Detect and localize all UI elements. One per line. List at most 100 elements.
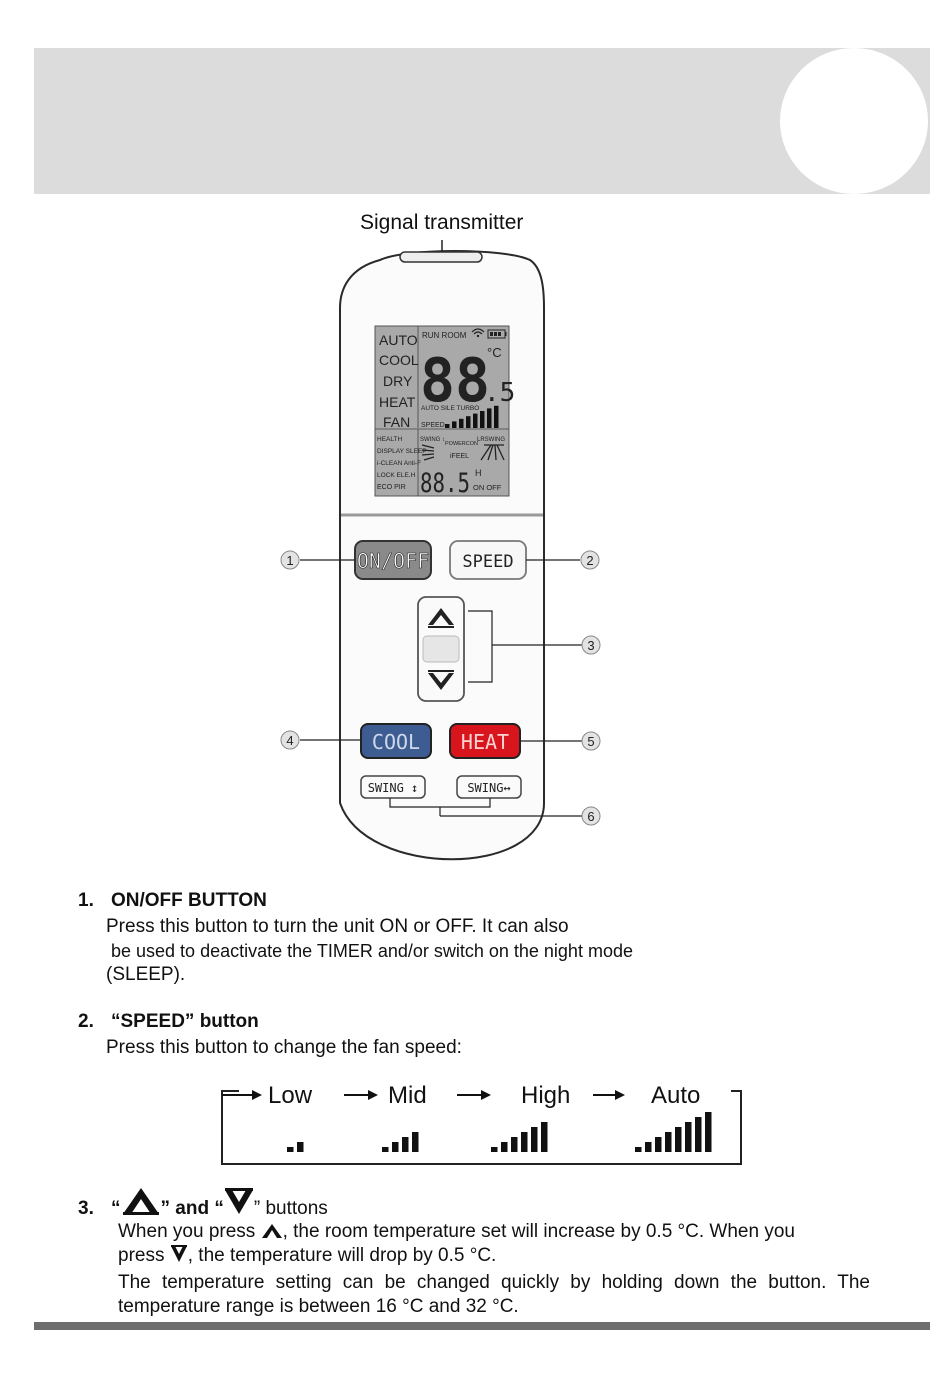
- page-number-circle: [780, 48, 928, 194]
- battery-icon: [487, 329, 507, 339]
- speed-level-bar: [635, 1147, 642, 1152]
- speed-level-bar: [521, 1132, 528, 1152]
- speed-level-bar: [511, 1137, 518, 1152]
- speed-level-bar: [695, 1117, 702, 1152]
- lcd-mode-auto: AUTO: [379, 332, 418, 348]
- speed-auto: Auto: [651, 1082, 700, 1109]
- lcd-mode-fan: FAN: [383, 414, 410, 430]
- speed-level-bar: [645, 1142, 652, 1152]
- lcd-display: AUTO COOL DRY HEAT FAN RUN ROOM 88 °C .5…: [374, 325, 515, 499]
- lcd-unit: °C: [487, 345, 502, 360]
- arrow-right-icon: [481, 1090, 491, 1100]
- up-chevron-icon: [428, 608, 454, 625]
- on-off-button[interactable]: ON/OFF: [354, 540, 432, 580]
- lcd-speed-bar: [473, 413, 478, 428]
- swing-vertical-label: SWING ↕: [368, 781, 419, 795]
- speed-level-bar: [531, 1127, 538, 1152]
- speed-cycle-diagram: Low Mid High Auto: [221, 1082, 742, 1165]
- heat-label: HEAT: [461, 730, 509, 754]
- signal-transmitter-label: Signal transmitter: [360, 211, 524, 234]
- speed-arrows: [222, 1090, 625, 1100]
- speed-level-bar: [392, 1142, 399, 1152]
- speed-level-bar: [382, 1147, 389, 1152]
- lcd-timer-h: H: [475, 468, 482, 478]
- swing-vertical-button[interactable]: SWING ↕: [360, 775, 426, 799]
- speed-level-bar: [287, 1147, 294, 1152]
- speed-button[interactable]: SPEED: [449, 540, 527, 580]
- section-2-title: 2.“SPEED” button: [78, 1011, 259, 1032]
- section-1-line-2: be used to deactivate the TIMER and/or s…: [111, 941, 633, 961]
- svg-text:5: 5: [587, 734, 594, 749]
- lcd-speed-label: SPEED: [421, 422, 445, 429]
- speed-level-bar: [675, 1127, 682, 1152]
- lcd-swing-v: SWING ↕: [420, 437, 445, 443]
- section-1-title: 1.ON/OFF BUTTON: [78, 890, 267, 911]
- speed-level-bar: [501, 1142, 508, 1152]
- footer-rule: [34, 1322, 930, 1330]
- speed-low: Low: [268, 1082, 313, 1109]
- callout-4: 4: [280, 730, 300, 750]
- speed-level-bar: [655, 1137, 662, 1152]
- speed-level-bar: [685, 1122, 692, 1152]
- remote-control-diagram: AUTO COOL DRY HEAT FAN RUN ROOM 88 °C .5…: [280, 240, 601, 861]
- lcd-mode-cool: COOL: [379, 352, 419, 368]
- section-3-para-1-line-2: press , the temperature will drop by 0.5…: [118, 1245, 497, 1266]
- speed-level-bar: [491, 1147, 498, 1152]
- lcd-feature-1: HEALTH: [377, 436, 402, 443]
- section-3-para-2: The temperature setting can be changed q…: [118, 1272, 870, 1317]
- lcd-ifeel: iFEEL: [450, 453, 469, 460]
- swing-h-icon: [480, 444, 505, 461]
- svg-text:6: 6: [587, 809, 594, 824]
- up-arrow-icon: [122, 1188, 159, 1215]
- speed-level-bar: [297, 1142, 304, 1152]
- lcd-feature-3: i-CLEAN Anti-F: [377, 460, 421, 467]
- section-3-para-1-line-1: When you press , the room temperature se…: [118, 1221, 795, 1242]
- speed-label: SPEED: [462, 552, 513, 572]
- lcd-speed-bars: [445, 405, 499, 428]
- temp-up-button[interactable]: [428, 608, 454, 628]
- section-2-line: Press this button to change the fan spee…: [106, 1037, 462, 1058]
- swing-horizontal-label: SWING↔: [467, 781, 510, 795]
- svg-text:1: 1: [286, 553, 293, 568]
- speed-level-bars: [287, 1112, 712, 1152]
- callout-2: 2: [580, 550, 600, 570]
- speed-level-bar: [402, 1137, 409, 1152]
- speed-level-bar: [705, 1112, 712, 1152]
- callout-1: 1: [280, 550, 300, 570]
- up-arrow-inline-icon: [261, 1224, 282, 1238]
- section-1-line-1: Press this button to turn the unit ON or…: [106, 916, 569, 937]
- lcd-top-labels: RUN ROOM: [422, 331, 467, 340]
- lcd-fan-labels: AUTO SILE TURBO: [421, 405, 479, 412]
- cool-button[interactable]: COOL: [360, 723, 432, 759]
- lcd-speed-bar: [480, 411, 485, 428]
- section-3-title: 3.“” and “” buttons: [78, 1186, 328, 1220]
- lcd-timer-onoff: ON OFF: [473, 483, 502, 492]
- lcd-big-digits: 88: [420, 346, 490, 416]
- lcd-half-digit: .5: [484, 378, 515, 408]
- lcd-speed-bar: [466, 416, 471, 428]
- svg-text:4: 4: [286, 733, 293, 748]
- on-off-label: ON/OFF: [357, 549, 429, 573]
- callout-6: 6: [581, 806, 601, 826]
- callout-5: 5: [581, 731, 601, 751]
- wifi-icon: [471, 328, 485, 338]
- swing-v-icon: [421, 444, 435, 461]
- speed-mid: Mid: [388, 1082, 427, 1109]
- speed-level-bar: [665, 1132, 672, 1152]
- arrow-right-icon: [252, 1090, 262, 1100]
- down-arrow-inline-icon: [170, 1245, 187, 1262]
- swing-horizontal-button[interactable]: SWING↔: [456, 775, 522, 799]
- speed-level-bar: [541, 1122, 548, 1152]
- down-chevron-icon: [428, 673, 454, 690]
- lcd-powercon: POWERCON: [445, 441, 478, 447]
- temp-down-button[interactable]: [428, 670, 454, 690]
- callout-lines: [300, 559, 582, 817]
- lcd-speed-bar: [459, 418, 464, 428]
- signal-transmitter: [399, 251, 483, 263]
- lcd-mode-dry: DRY: [383, 373, 413, 389]
- heat-button[interactable]: HEAT: [449, 723, 521, 759]
- down-arrow-icon: [224, 1188, 253, 1214]
- speed-level-bar: [412, 1132, 419, 1152]
- temperature-rocker: [417, 596, 465, 702]
- arrow-right-icon: [615, 1090, 625, 1100]
